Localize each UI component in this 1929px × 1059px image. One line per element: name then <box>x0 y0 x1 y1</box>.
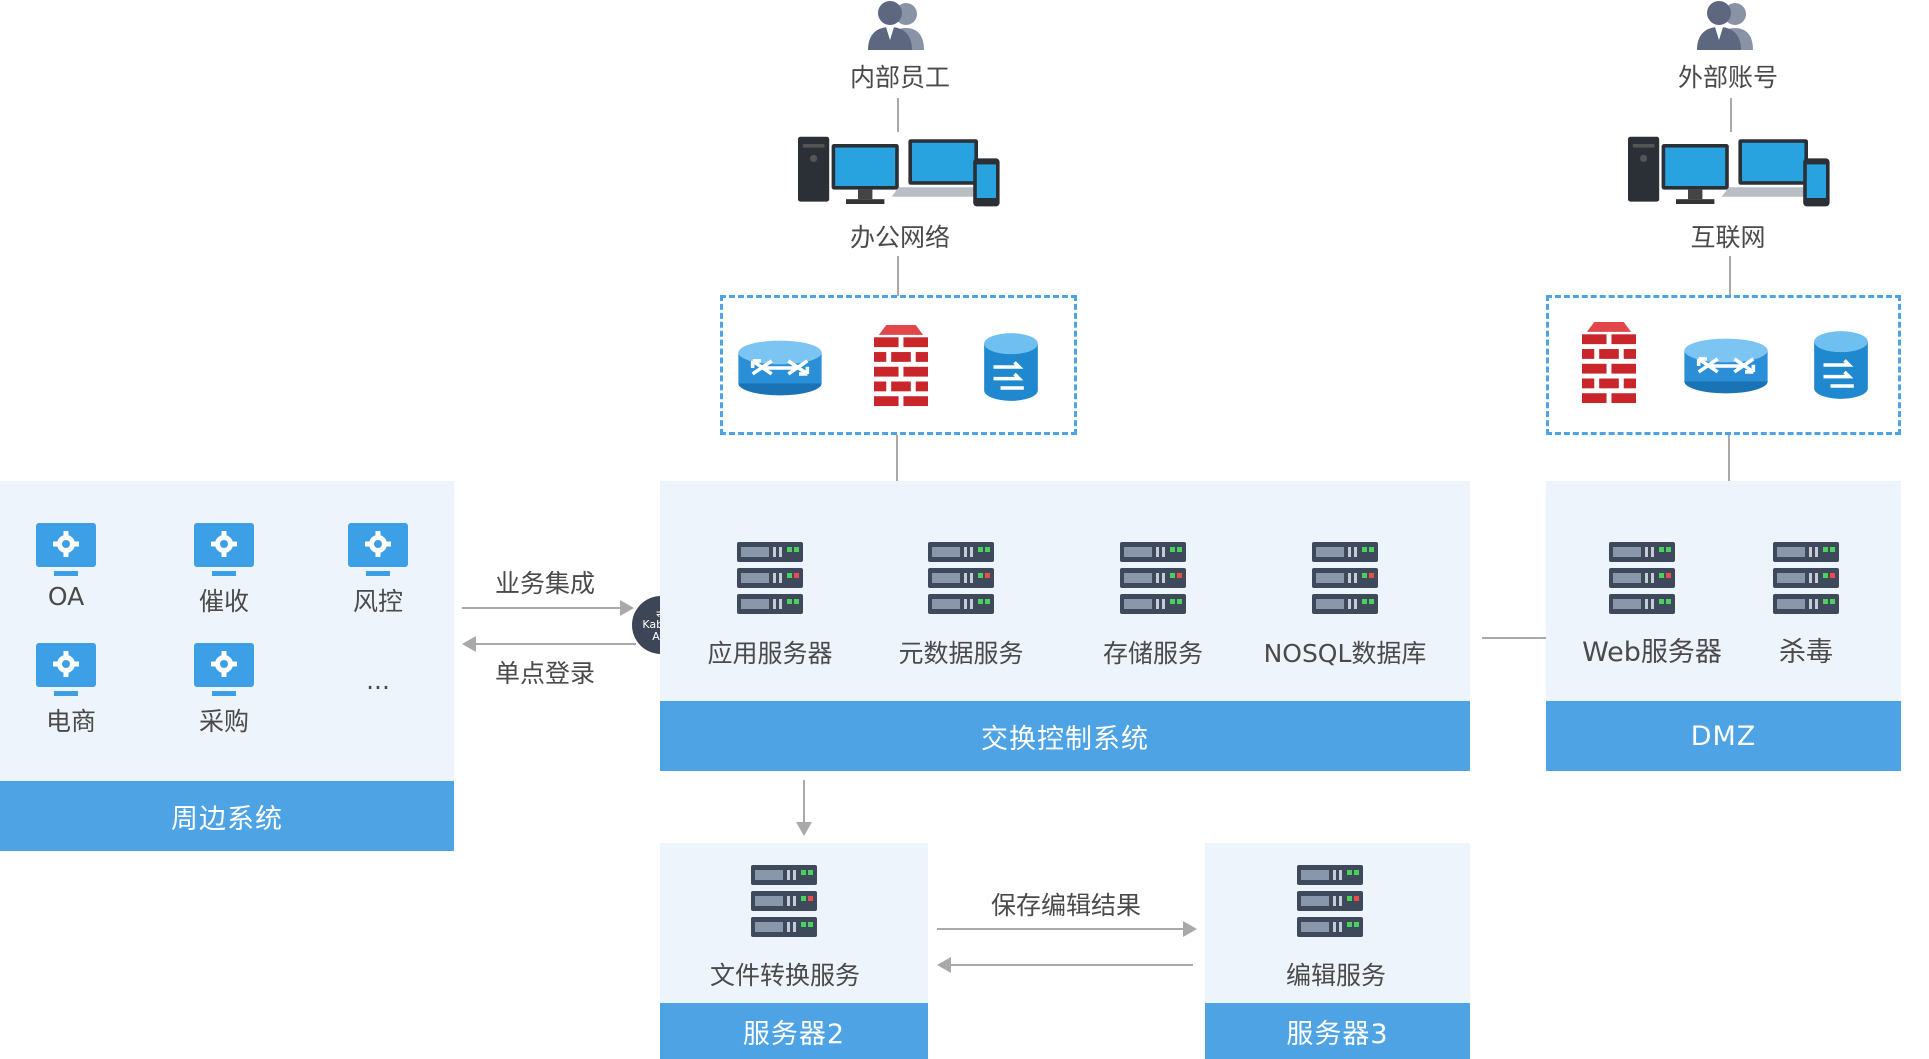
database-sync-icon <box>1814 330 1868 400</box>
service-label: 文件转换服务 <box>709 961 860 990</box>
app-label: OA <box>47 582 85 611</box>
server-label: Web服务器 <box>1582 637 1722 668</box>
internet-gateway-group <box>1546 295 1901 435</box>
router-icon <box>736 338 824 398</box>
service-label: 编辑服务 <box>1285 961 1386 990</box>
office-gateway-group <box>720 295 1077 435</box>
server-label: NOSQL数据库 <box>1263 639 1427 668</box>
internet-label: 互联网 <box>1690 223 1766 252</box>
app-icon <box>194 643 254 699</box>
user-group-icon <box>1697 0 1757 52</box>
connector-line <box>896 435 898 481</box>
user-group-icon <box>868 0 928 52</box>
connector-line <box>1482 637 1546 639</box>
app-icon <box>194 523 254 579</box>
connector-line <box>897 98 899 132</box>
server-icon <box>1312 542 1378 614</box>
server3-title: 服务器3 <box>1205 1003 1470 1059</box>
server-icon <box>1773 542 1839 614</box>
arrowhead-left <box>937 957 951 973</box>
peripheral-systems-title: 周边系统 <box>0 781 454 851</box>
connector-line <box>1729 256 1731 296</box>
server2-title: 服务器2 <box>660 1003 928 1059</box>
arrowhead-down <box>796 822 812 836</box>
office-network-label: 办公网络 <box>849 223 950 252</box>
arrowhead-left <box>462 636 476 652</box>
dmz-panel <box>1546 481 1901 701</box>
connector-line <box>1730 98 1732 132</box>
server-icon <box>737 542 803 614</box>
save-result-label: 保存编辑结果 <box>990 891 1141 920</box>
arrowhead-right <box>620 600 634 616</box>
internal-staff-label: 内部员工 <box>849 63 950 92</box>
server-label: 杀毒 <box>1779 637 1833 668</box>
server-label: 存储服务 <box>1102 639 1203 668</box>
dmz-title: DMZ <box>1546 701 1901 771</box>
integration-forward-label: 业务集成 <box>494 569 595 598</box>
down-arrow <box>803 780 805 824</box>
server-icon <box>1120 542 1186 614</box>
app-icon <box>348 523 408 579</box>
exchange-system-title: 交换控制系统 <box>660 701 1470 771</box>
forward-arrow <box>937 928 1185 930</box>
devices-icon <box>798 132 1002 216</box>
integration-back-label: 单点登录 <box>494 659 595 688</box>
devices-icon <box>1628 132 1832 216</box>
more-indicator: ... <box>366 666 390 695</box>
connector-line <box>897 256 899 296</box>
server-label: 元数据服务 <box>898 639 1024 668</box>
app-label: 催收 <box>198 587 249 616</box>
database-sync-icon <box>984 332 1038 402</box>
server-icon <box>1297 865 1363 937</box>
router-icon <box>1682 336 1770 396</box>
firewall-icon <box>874 325 928 411</box>
server-label: 应用服务器 <box>707 639 833 668</box>
app-label: 电商 <box>45 707 96 736</box>
arrowhead-right <box>1183 921 1197 937</box>
back-arrow <box>951 964 1193 966</box>
external-account-label: 外部账号 <box>1677 63 1778 92</box>
app-icon <box>36 523 96 579</box>
server-icon <box>1609 542 1675 614</box>
app-icon <box>36 643 96 699</box>
app-label: 风控 <box>352 587 403 616</box>
firewall-icon <box>1582 322 1636 408</box>
server-icon <box>928 542 994 614</box>
server-icon <box>751 865 817 937</box>
forward-arrow <box>462 607 622 609</box>
app-label: 采购 <box>198 707 249 736</box>
back-arrow <box>476 643 636 645</box>
connector-line <box>1728 435 1730 481</box>
exchange-system-panel <box>660 481 1470 701</box>
